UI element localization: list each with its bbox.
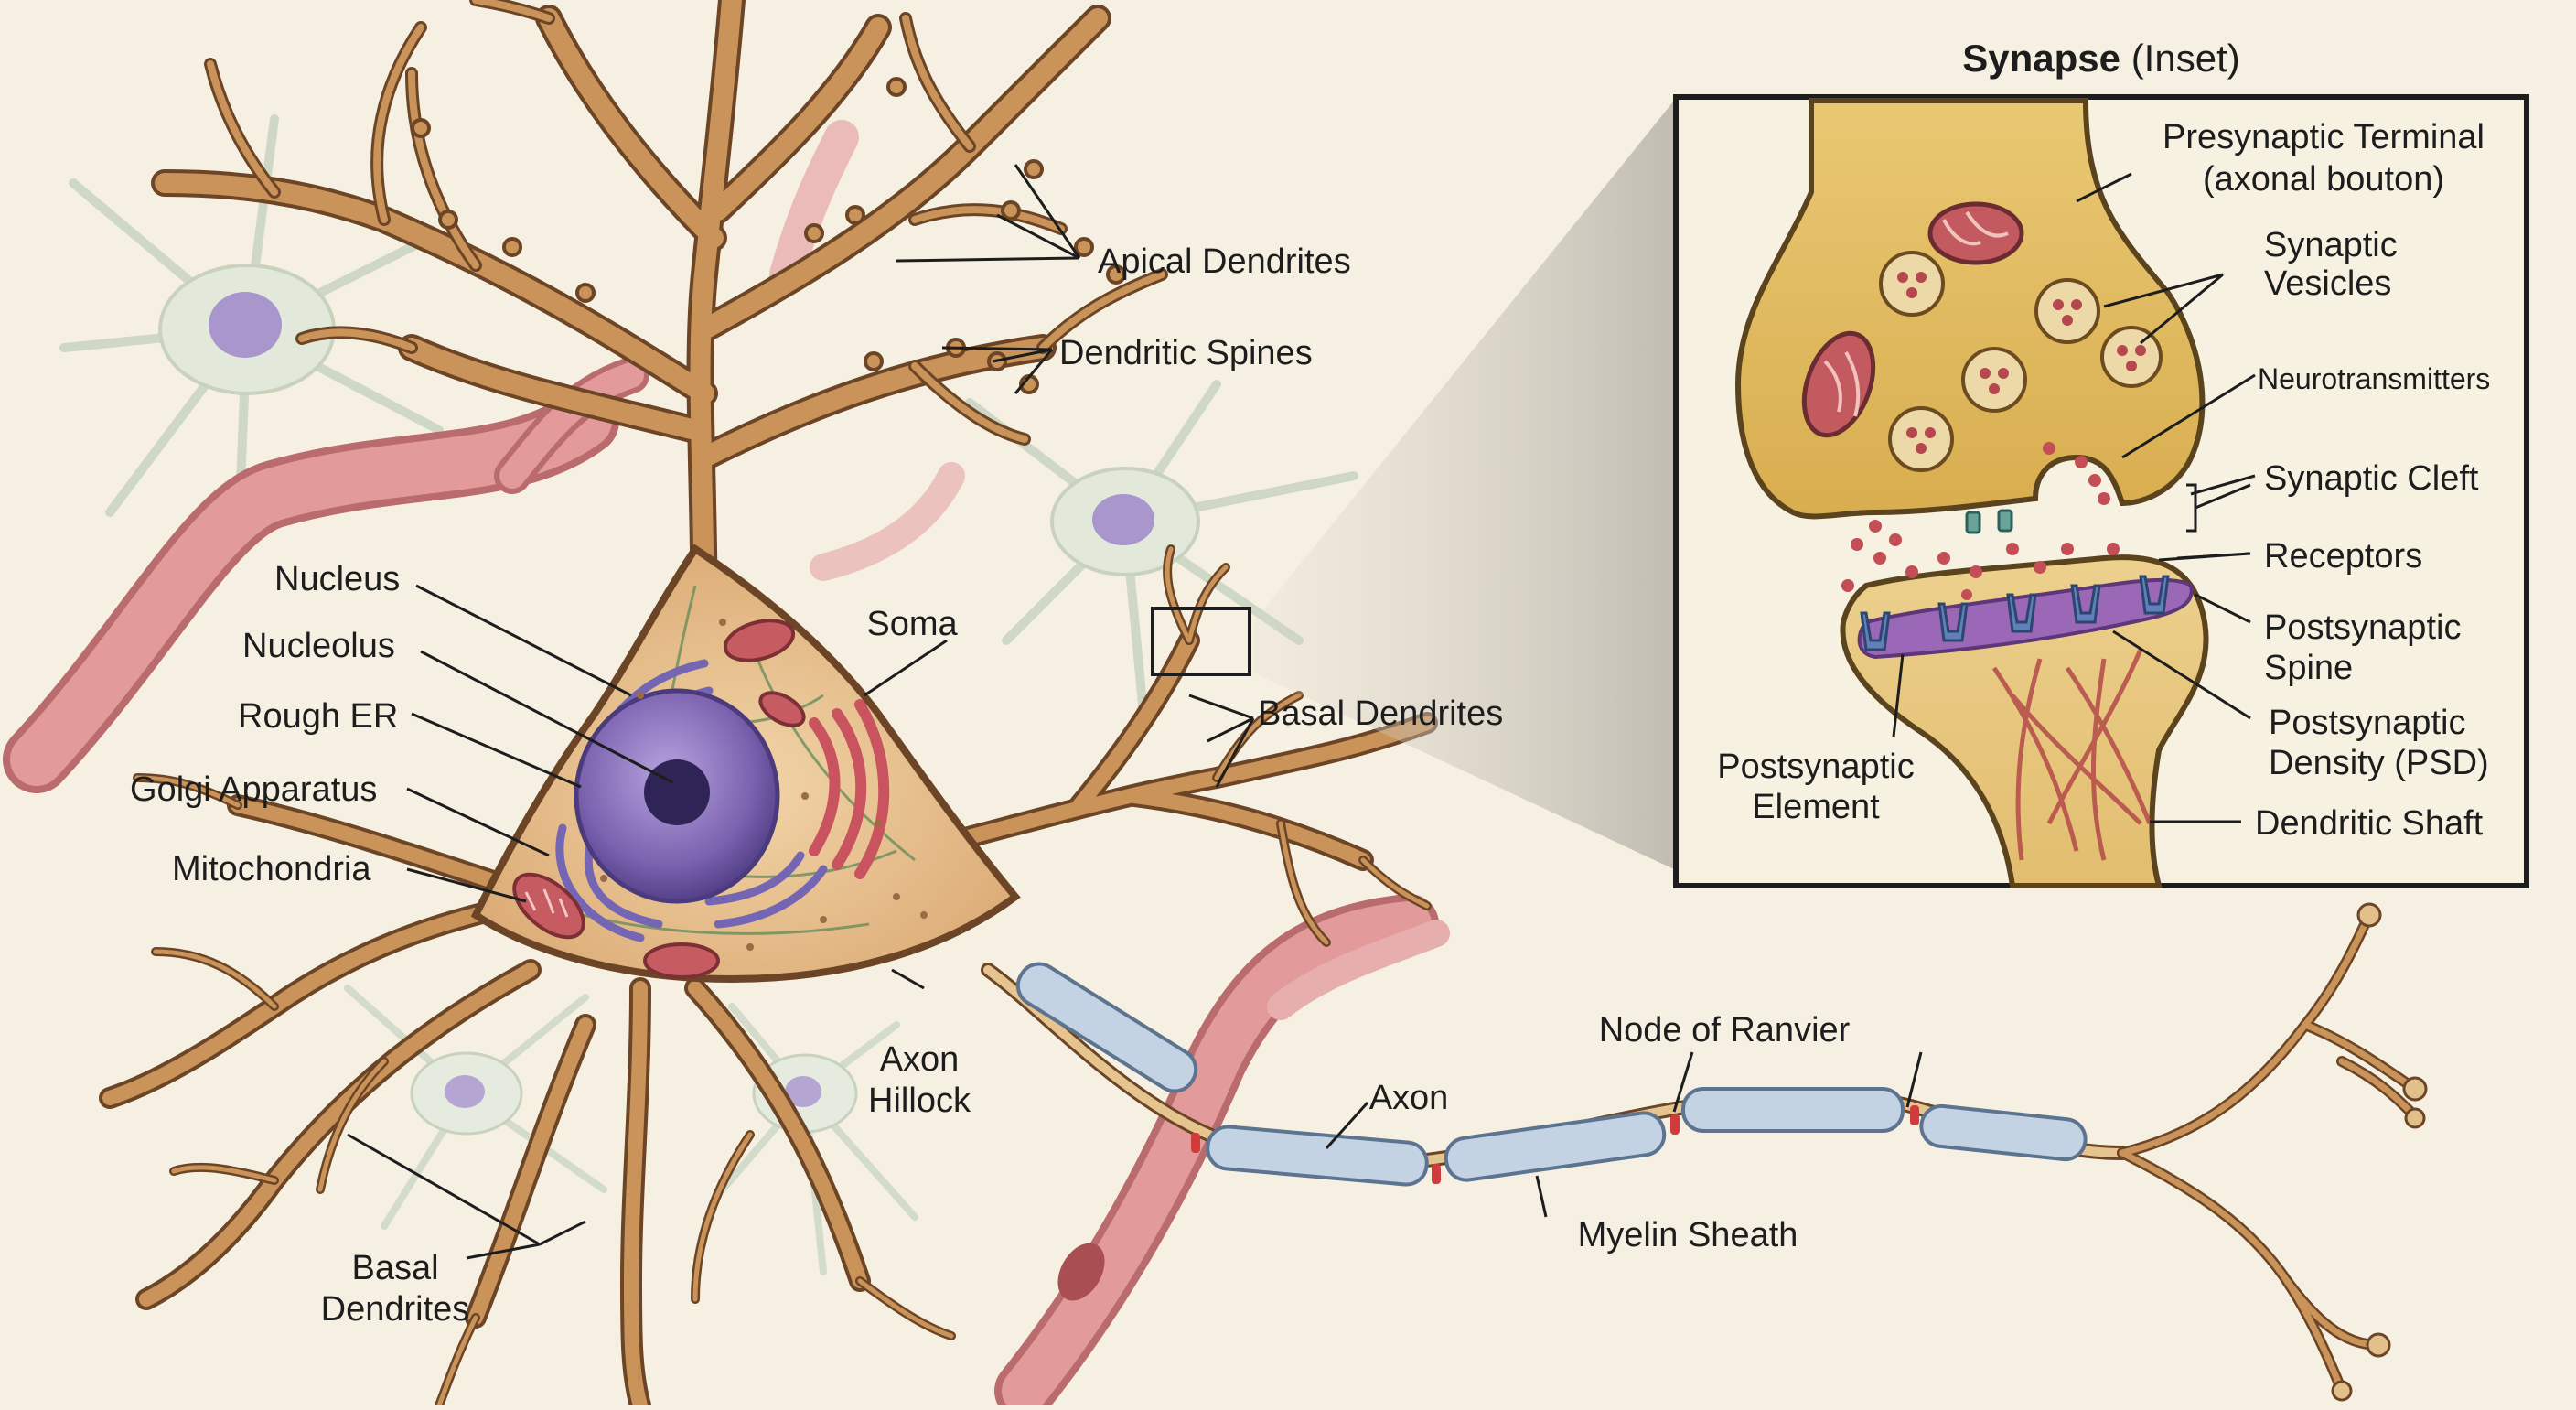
label-psd-1: Postsynaptic xyxy=(2269,704,2465,742)
label-basal-dendrites-left-1: Basal xyxy=(351,1249,438,1287)
label-golgi-apparatus: Golgi Apparatus xyxy=(130,770,377,809)
zoom-source-box xyxy=(1151,607,1251,676)
glial-cell-center xyxy=(965,380,1358,718)
label-basal-dendrites-right: Basal Dendrites xyxy=(1258,694,1503,733)
apical-dendrites xyxy=(151,0,1168,654)
label-dendritic-spines: Dendritic Spines xyxy=(1059,334,1313,372)
inset-mitochondria xyxy=(1801,201,2024,438)
axon-terminals xyxy=(2117,902,2428,1402)
label-synaptic-vesicles-2: Vesicles xyxy=(2264,264,2391,303)
label-synaptic-vesicles-1: Synaptic xyxy=(2264,226,2398,264)
neurotransmitters xyxy=(1841,442,2120,600)
label-dendritic-shaft: Dendritic Shaft xyxy=(2255,804,2484,843)
label-axon: Axon xyxy=(1369,1079,1449,1117)
label-nucleolus: Nucleolus xyxy=(242,627,395,665)
synapse-inset xyxy=(1673,94,2529,888)
label-axon-hillock-2: Hillock xyxy=(868,1082,971,1120)
inset-title: Synapse (Inset) xyxy=(1962,37,2239,80)
label-myelin-sheath: Myelin Sheath xyxy=(1578,1216,1798,1254)
cytoplasm-granules xyxy=(600,619,928,951)
label-postsynaptic-spine-1: Postsynaptic xyxy=(2264,608,2461,647)
label-receptors: Receptors xyxy=(2264,537,2422,576)
nodes-of-ranvier xyxy=(1191,1105,1919,1184)
label-apical-dendrites: Apical Dendrites xyxy=(1098,242,1351,281)
dendritic-cytoskeleton xyxy=(1991,649,2152,861)
nucleus xyxy=(574,688,780,904)
receptors xyxy=(1860,575,2170,651)
glial-cell-bottom-left xyxy=(344,985,607,1230)
inset-title-text: Synapse (Inset) xyxy=(1962,37,2239,80)
label-rough-er: Rough ER xyxy=(238,697,398,736)
nucleolus xyxy=(644,759,710,825)
label-neurotransmitters: Neurotransmitters xyxy=(2258,362,2490,395)
leader-lines xyxy=(347,164,2256,1260)
label-mitochondria: Mitochondria xyxy=(172,850,371,888)
label-node-of-ranvier: Node of Ranvier xyxy=(1599,1011,1851,1049)
basal-dendrites xyxy=(99,544,1438,1410)
label-presynaptic-terminal: Presynaptic Terminal xyxy=(2163,118,2485,156)
mitochondria xyxy=(512,619,806,979)
blood-vessel-left xyxy=(3,120,965,793)
inset-title-rest: (Inset) xyxy=(2120,37,2240,80)
label-postsynaptic-element-2: Element xyxy=(1752,788,1880,826)
label-nucleus: Nucleus xyxy=(274,560,400,598)
myelin-sheath xyxy=(1015,962,2088,1187)
label-postsynaptic-element-1: Postsynaptic xyxy=(1717,748,1914,786)
label-soma: Soma xyxy=(866,605,958,643)
synaptic-cleft-bracket xyxy=(2186,483,2251,533)
golgi-apparatus xyxy=(809,699,890,879)
label-basal-dendrites-left-2: Dendrites xyxy=(321,1290,470,1329)
inset-title-bold: Synapse xyxy=(1962,37,2120,80)
zoom-beam xyxy=(1253,101,1674,869)
glial-cell-top-left xyxy=(59,114,444,554)
label-axon-hillock-1: Axon xyxy=(880,1040,960,1079)
label-postsynaptic-spine-2: Spine xyxy=(2264,649,2353,687)
label-synaptic-cleft: Synaptic Cleft xyxy=(2264,459,2479,498)
synaptic-vesicles xyxy=(1879,251,2163,472)
label-axonal-bouton: (axonal bouton) xyxy=(2203,160,2444,199)
label-psd-2: Density (PSD) xyxy=(2269,744,2489,782)
